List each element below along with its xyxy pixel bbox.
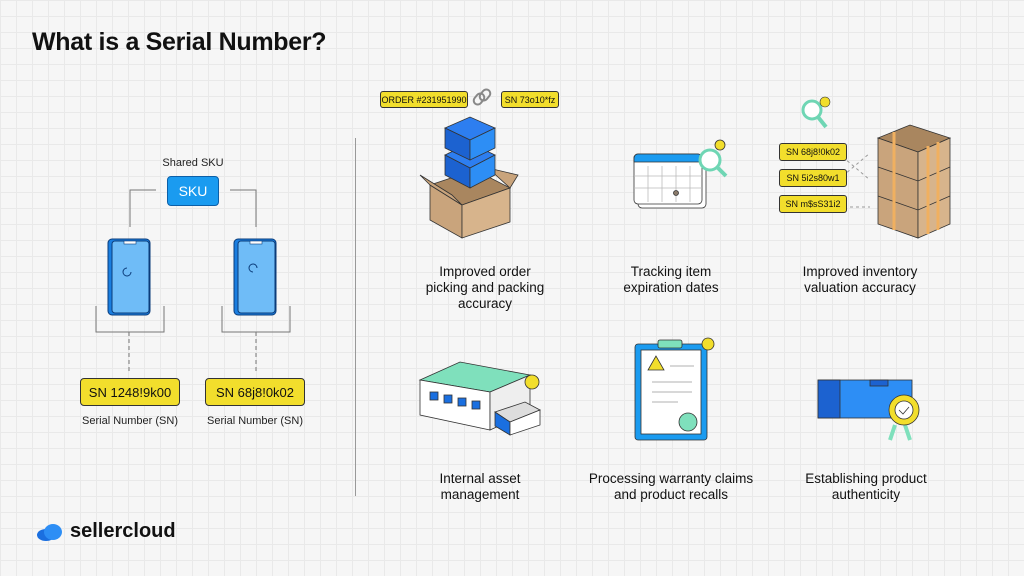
inventory-sn-tag: SN 5i2s80w1 <box>779 169 847 187</box>
inventory-sn-tag: SN 68j8!0k02 <box>779 143 847 161</box>
page-title: What is a Serial Number? <box>32 28 327 56</box>
row1-illustrations <box>419 88 952 239</box>
link-icon <box>472 88 492 106</box>
shared-sku-label: Shared SKU <box>162 157 224 169</box>
row2-illustrations <box>418 337 920 441</box>
serial-number-caption: Serial Number (SN) <box>82 415 178 427</box>
serial-number-tag: SN 68j8!0k02 <box>205 378 305 406</box>
brand-name: sellercloud <box>70 520 176 542</box>
open-box-with-packages-icon <box>419 116 519 239</box>
brand-logo: sellercloud <box>36 520 176 543</box>
sku-connector-lines <box>95 189 291 374</box>
warehouse-gear-icon <box>418 361 541 436</box>
phone-icon <box>107 238 151 316</box>
order-tag: ORDER #231951990 <box>380 91 468 108</box>
inventory-sn-tag: SN m$sS31i2 <box>779 195 847 213</box>
phone-icon <box>233 238 277 316</box>
order-sn-tag: SN 73o10*fz <box>501 91 559 108</box>
stacked-pallet-icon <box>876 124 952 239</box>
serial-number-tag: SN 1248!9k00 <box>80 378 180 406</box>
serial-number-caption: Serial Number (SN) <box>207 415 303 427</box>
magnifier-gear-icon <box>801 96 831 129</box>
cloud-icon <box>37 523 62 541</box>
divider <box>355 138 356 496</box>
calendar-search-icon <box>633 139 728 209</box>
authentic-package-icon <box>817 379 920 441</box>
sku-box: SKU <box>167 176 219 206</box>
clipboard-warranty-icon <box>634 337 715 441</box>
